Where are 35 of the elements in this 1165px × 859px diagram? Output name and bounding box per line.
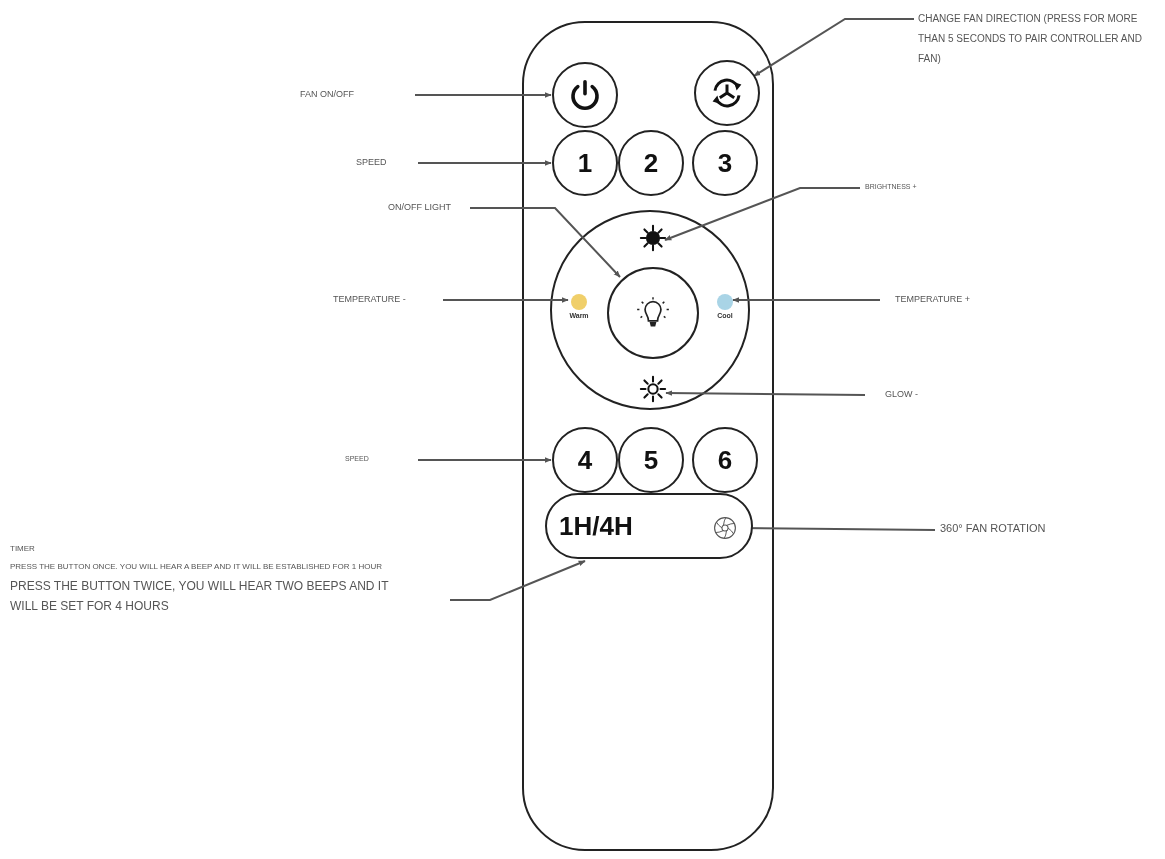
sun-icon [639,224,667,252]
number-button: 5 [618,427,684,493]
arrow [417,457,552,463]
arrow [665,390,866,396]
light-button [607,267,699,359]
callout-text: 360° FAN ROTATION [940,522,1046,534]
control-dial [550,210,750,410]
number-button: 2 [618,130,684,196]
arrow [753,18,915,77]
arrow [442,297,569,303]
number-button: 3 [692,130,758,196]
fan-icon [712,515,738,541]
number-button: 4 [552,427,618,493]
arrow [469,207,621,278]
arrow [664,187,861,241]
callout-text: TEMPERATURE + [895,294,971,304]
callout-text: PRESS THE BUTTON ONCE. YOU WILL HEAR A BEEP AND IT WILL BE ESTABLISHED FOR 1 HOUR [10,561,383,573]
callout-text: ON/OFF LIGHT [388,202,451,212]
sun-icon [639,375,667,403]
arrow [414,92,552,98]
callout-heading: TIMER [10,543,36,555]
number-button: 1 [552,130,618,196]
arrow [417,160,552,166]
timer-label: 1H/4H [559,511,633,542]
arrow [732,297,881,303]
callout-text: FAN ON/OFF [300,89,354,99]
callout-text: GLOW - [885,389,918,399]
callout-text: SPEED [356,157,387,167]
number-button: 6 [692,427,758,493]
indicator-dot [571,294,587,310]
arrow [449,560,586,601]
callout-text: TEMPERATURE - [333,294,406,304]
callout-text: CHANGE FAN DIRECTION (PRESS FOR MORE THAN 5 SECONDS TO PAIR CONTROLLER AND FAN) [918,9,1158,69]
indicator-dot [717,294,733,310]
callout-text: PRESS THE BUTTON TWICE, YOU WILL HEAR TWO BEEPS AND IT WILL BE SET FOR 4 HOURS [10,578,390,615]
